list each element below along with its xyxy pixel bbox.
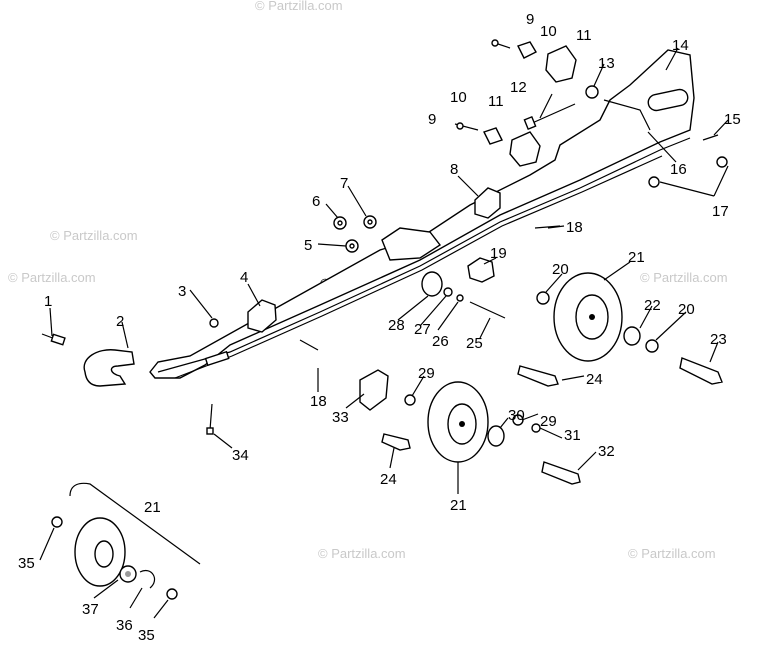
callout-label: 14 [672, 37, 689, 54]
callout-label: 34 [232, 447, 249, 464]
callout-label: 30 [508, 407, 525, 424]
callout-label: 7 [340, 175, 348, 192]
callout-label: 9 [526, 11, 534, 28]
callout-label: 15 [724, 111, 741, 128]
callout-label: 16 [670, 161, 687, 178]
callout-label: 31 [564, 427, 581, 444]
callout-label: 2 [116, 313, 124, 330]
callout-label: 5 [304, 237, 312, 254]
callout-labels: 1 2 3 4 5 6 7 8 9 10 11 9 10 11 12 13 14… [18, 11, 741, 644]
callout-label: 29 [540, 413, 557, 430]
callout-label: 6 [312, 193, 320, 210]
callout-label: 37 [82, 601, 99, 618]
watermark: © Partzilla.com [255, 0, 343, 13]
callout-label: 20 [552, 261, 569, 278]
callout-label: 21 [144, 499, 161, 516]
callout-label: 11 [488, 93, 504, 110]
callout-label: 12 [510, 79, 527, 96]
watermark: © Partzilla.com [8, 270, 96, 285]
callout-label: 24 [380, 471, 397, 488]
part-shapes [41, 39, 728, 600]
callout-label: 36 [116, 617, 133, 634]
callout-label: 10 [540, 23, 557, 40]
callout-label: 11 [576, 27, 592, 44]
callout-label: 21 [450, 497, 467, 514]
callout-label: 1 [44, 293, 52, 310]
callout-label: 28 [388, 317, 405, 334]
slide-rail [149, 49, 695, 379]
watermark: © Partzilla.com [640, 270, 728, 285]
callout-label: 27 [414, 321, 431, 338]
callout-label: 33 [332, 409, 349, 426]
callout-label: 35 [138, 627, 155, 644]
callout-label: 20 [678, 301, 695, 318]
callout-label: 21 [628, 249, 645, 266]
callout-label: 25 [466, 335, 483, 352]
callout-label: 29 [418, 365, 435, 382]
callout-label: 23 [710, 331, 727, 348]
callout-label: 10 [450, 89, 467, 106]
callout-label: 35 [18, 555, 35, 572]
leader-lines [39, 47, 729, 619]
watermark: © Partzilla.com [318, 546, 406, 561]
callout-label: 13 [598, 55, 615, 72]
callout-label: 22 [644, 297, 661, 314]
callout-label: 32 [598, 443, 615, 460]
callout-label: 24 [586, 371, 603, 388]
callout-label: 19 [490, 245, 507, 262]
callout-label: 3 [178, 283, 186, 300]
callout-label: 17 [712, 203, 729, 220]
callout-label: 9 [428, 111, 436, 128]
watermark: © Partzilla.com [50, 228, 138, 243]
callout-label: 4 [240, 269, 248, 286]
watermark: © Partzilla.com [628, 546, 716, 561]
callout-label: 26 [432, 333, 449, 350]
callout-label: 8 [450, 161, 458, 178]
callout-label: 18 [310, 393, 327, 410]
callout-label: 18 [566, 219, 583, 236]
